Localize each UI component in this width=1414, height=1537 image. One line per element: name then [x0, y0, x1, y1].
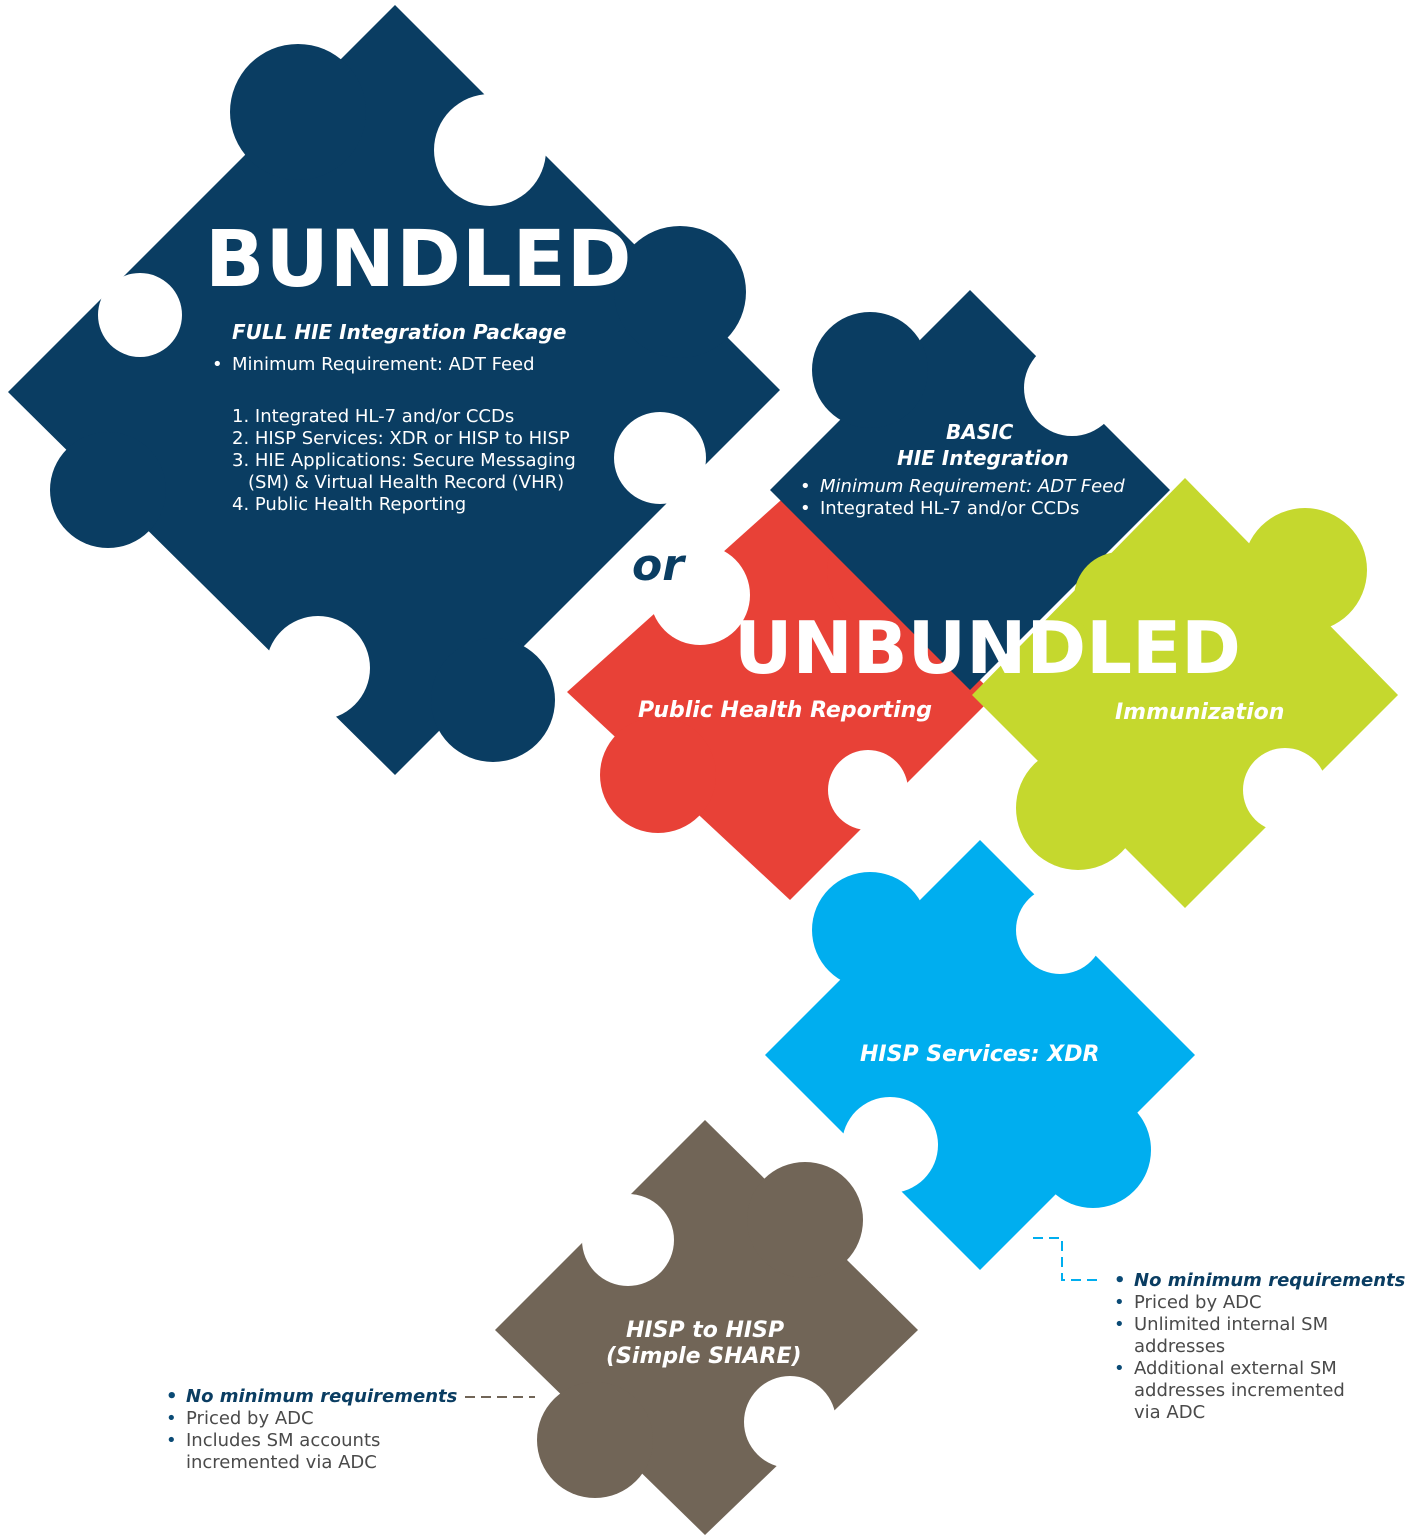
bundled-items: 1. Integrated HL-7 and/or CCDs 2. HISP S… [232, 406, 576, 516]
immunization-puzzle-piece [972, 478, 1398, 908]
basic-bullets: Minimum Requirement: ADT Feed Integrated… [798, 476, 1125, 520]
xdr-notes: No minimum requirements Priced by ADC Un… [1112, 1270, 1412, 1424]
unbundled-title: UNBUNDLED [734, 606, 1241, 690]
public-health-label: Public Health Reporting [638, 698, 933, 723]
xdr-note: Additional external SM addresses increme… [1112, 1358, 1374, 1424]
xdr-note: Unlimited internal SM addresses [1112, 1314, 1354, 1358]
xdr-note: Priced by ADC [1112, 1292, 1412, 1314]
bundled-requirement: Minimum Requirement: ADT Feed [210, 354, 535, 376]
basic-title-line1: BASIC [946, 420, 1014, 444]
bundled-item: 4. Public Health Reporting [232, 494, 467, 515]
bundled-title: BUNDLED [205, 215, 633, 305]
or-label: or [632, 540, 684, 591]
bundled-subtitle: FULL HIE Integration Package [232, 320, 567, 344]
xdr-puzzle-piece [765, 840, 1195, 1270]
basic-bullet: Minimum Requirement: ADT Feed [798, 476, 1125, 498]
bundled-item: 2. HISP Services: XDR or HISP to HISP [232, 428, 570, 449]
hisp-note: Priced by ADC [164, 1408, 464, 1430]
hisp-note: Includes SM accounts incremented via ADC [164, 1430, 426, 1474]
bundled-requirement-list: Minimum Requirement: ADT Feed [210, 354, 535, 376]
basic-title-line2: HIE Integration [897, 446, 1069, 470]
hisp-notes: No minimum requirements Priced by ADC In… [164, 1386, 464, 1474]
bundled-item: 1. Integrated HL-7 and/or CCDs [232, 406, 515, 427]
immunization-label: Immunization [1115, 700, 1285, 725]
hisp-note: No minimum requirements [164, 1386, 464, 1408]
hisp-label-line1: HISP to HISP [626, 1318, 785, 1343]
hisp-label-line2: (Simple SHARE) [606, 1344, 802, 1369]
bundled-item: (SM) & Virtual Health Record (VHR) [248, 472, 565, 493]
bundled-item: 3. HIE Applications: Secure Messaging [232, 450, 576, 471]
hisp-puzzle-piece [495, 1120, 918, 1535]
xdr-note: No minimum requirements [1112, 1270, 1412, 1292]
bundled-puzzle-piece [8, 5, 780, 775]
xdr-connector-line [1033, 1237, 1100, 1281]
basic-bullet: Integrated HL-7 and/or CCDs [798, 498, 1125, 520]
xdr-label: HISP Services: XDR [860, 1042, 1100, 1067]
